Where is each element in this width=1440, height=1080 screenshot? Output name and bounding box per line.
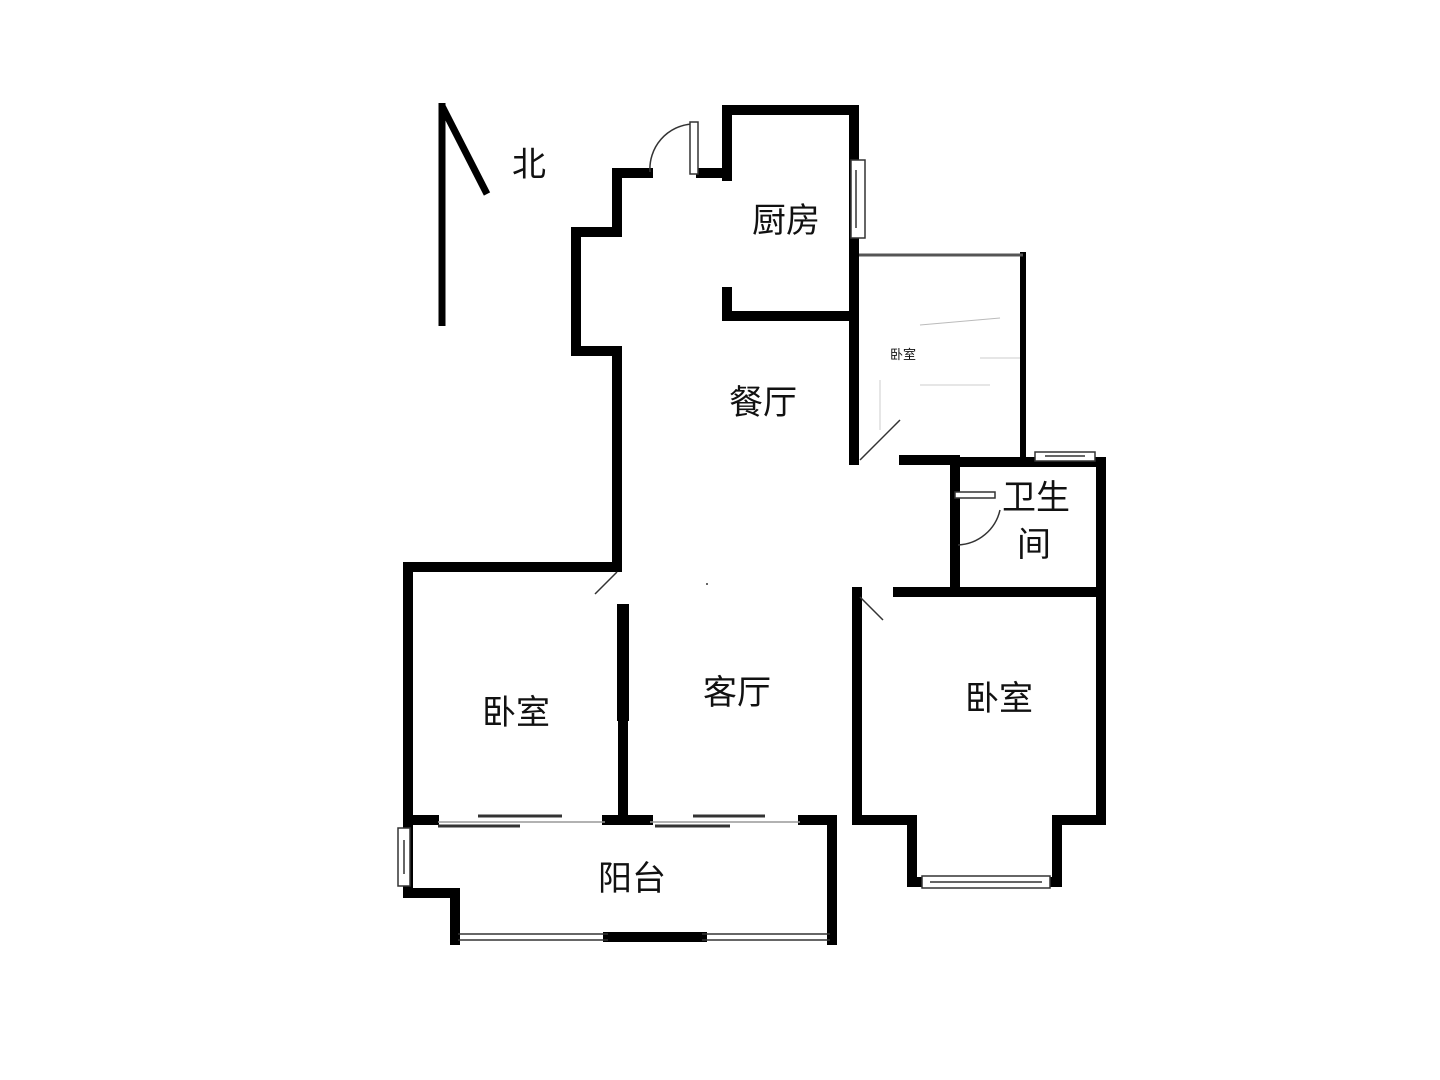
small-bedroom-label: 卧室 xyxy=(890,347,916,363)
north-label: 北 xyxy=(512,145,546,185)
kitchen-label: 厨房 xyxy=(752,201,820,241)
bathroom-door-swing xyxy=(957,509,1001,546)
kitchen-window xyxy=(850,159,866,239)
living-label: 客厅 xyxy=(703,673,771,713)
entry-door-leaf xyxy=(689,121,699,175)
east-bedroom-label: 卧室 xyxy=(965,679,1033,719)
bathroom-label-line1: 卫生 xyxy=(1002,478,1070,518)
walls xyxy=(403,105,1106,945)
north-arrow-icon xyxy=(438,103,491,326)
thin-details xyxy=(397,121,1096,941)
bathroom-label-line2: 间 xyxy=(1017,525,1051,565)
west-bedroom-label: 卧室 xyxy=(482,693,550,733)
entry-door-swing xyxy=(649,123,693,173)
dining-label: 餐厅 xyxy=(729,383,797,423)
balcony-label: 阳台 xyxy=(598,859,666,899)
